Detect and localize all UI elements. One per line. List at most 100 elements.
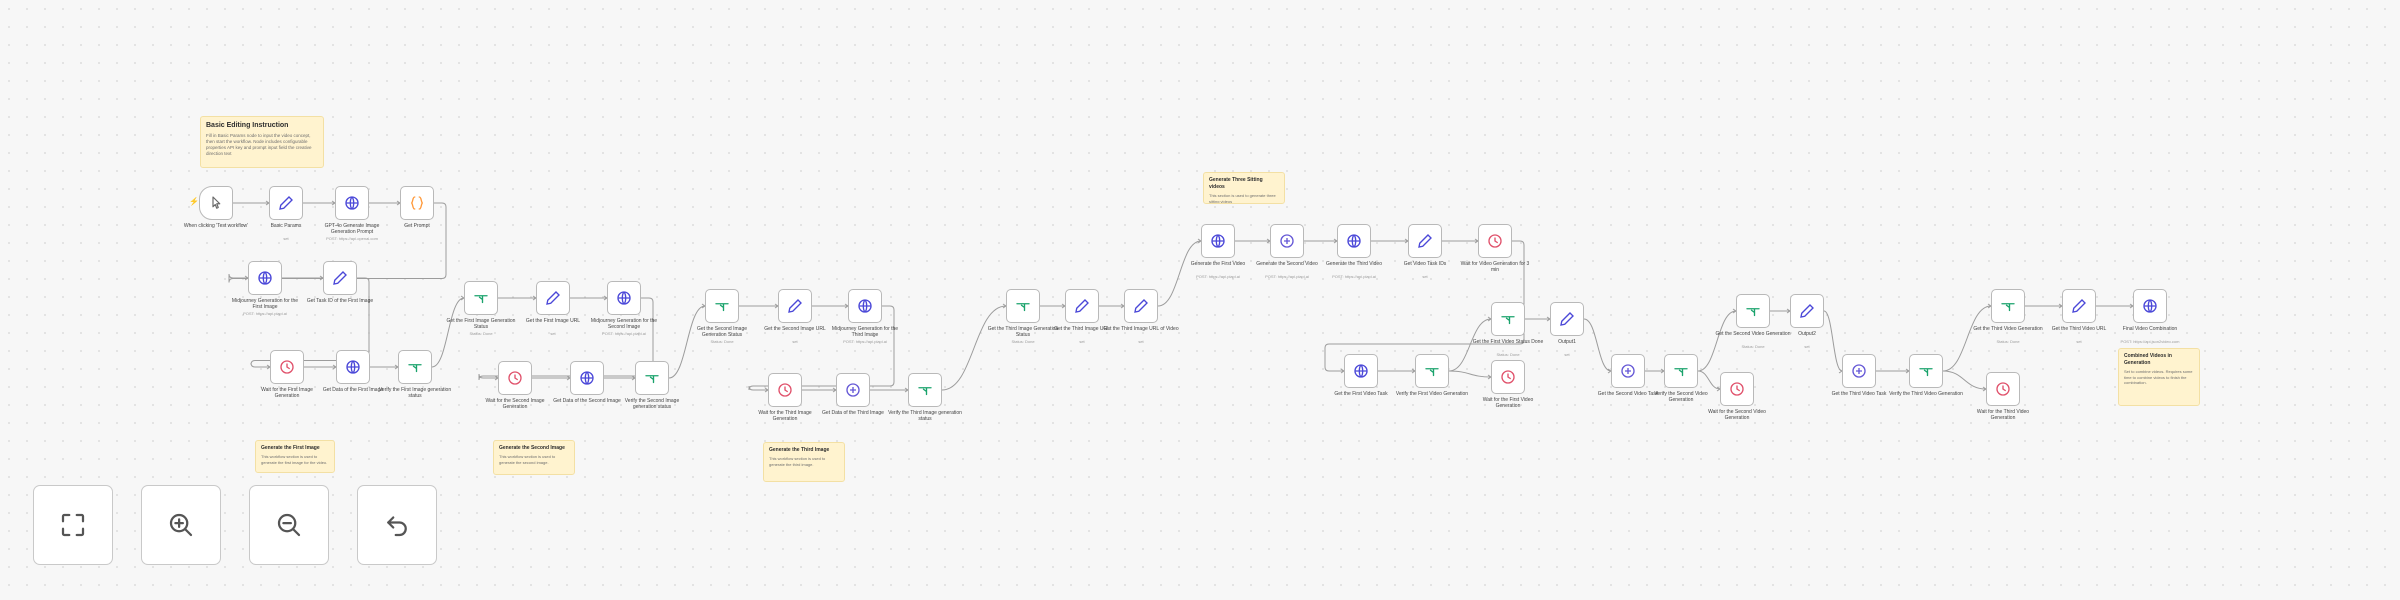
workflow-node[interactable] [836, 373, 870, 407]
node-label: GPT-4o Generate Image Generation Prompt [324, 223, 380, 235]
branch-icon [713, 297, 731, 315]
branch-icon [406, 358, 424, 376]
globe-icon [1209, 232, 1227, 250]
sticky-note-body: Set to combine videos. Requires some tim… [2124, 369, 2193, 385]
sticky-note[interactable]: Generate the First Image This workflow s… [255, 440, 335, 473]
clock-icon [278, 358, 296, 376]
sticky-note-body: This workflow section is used to generat… [499, 454, 556, 465]
node-label: Verify the Second Image generation statu… [624, 398, 680, 410]
cursor-icon [207, 194, 225, 212]
workflow-node[interactable] [635, 361, 669, 395]
sticky-note[interactable]: Generate the Third Image This workflow s… [763, 442, 845, 482]
workflow-node[interactable] [199, 186, 233, 220]
workflow-node[interactable] [1124, 289, 1158, 323]
workflow-node[interactable] [1337, 224, 1371, 258]
workflow-node[interactable] [536, 281, 570, 315]
workflow-node[interactable] [1344, 354, 1378, 388]
sticky-note[interactable]: Generate the Second Image This workflow … [493, 440, 575, 475]
globe-icon [344, 358, 362, 376]
workflow-node[interactable] [1720, 372, 1754, 406]
sticky-note-body: This workflow section is used to generat… [769, 456, 826, 467]
pencil-icon [277, 194, 295, 212]
workflow-node[interactable] [270, 350, 304, 384]
node-subtitle: set [1564, 352, 1570, 357]
branch-icon [1672, 362, 1690, 380]
node-label: Get the Second Image URL [764, 326, 826, 332]
workflow-node[interactable] [248, 261, 282, 295]
workflow-node[interactable] [1991, 289, 2025, 323]
sticky-note[interactable]: Generate Three Sitting videos This secti… [1203, 172, 1285, 204]
node-label: Get the Second Video Generation [1715, 331, 1791, 337]
workflow-node[interactable] [908, 373, 942, 407]
workflow-node[interactable] [1909, 354, 1943, 388]
node-subtitle: set [1804, 344, 1810, 349]
node-subtitle: set [1138, 339, 1144, 344]
workflow-node[interactable] [848, 289, 882, 323]
reset-zoom-button[interactable] [357, 485, 437, 565]
workflow-node[interactable] [778, 289, 812, 323]
workflow-node[interactable] [400, 186, 434, 220]
node-label: Generate the First Video [1190, 261, 1246, 267]
workflow-node[interactable] [336, 350, 370, 384]
workflow-node[interactable] [1986, 372, 2020, 406]
zoom-in-button[interactable] [141, 485, 221, 565]
pencil-icon [2070, 297, 2088, 315]
branch-icon [1014, 297, 1032, 315]
workflow-node[interactable] [2133, 289, 2167, 323]
node-subtitle: POST: https://api.piapi.ai [1265, 274, 1309, 279]
workflow-node[interactable] [1065, 289, 1099, 323]
node-label: Wait for the Third Video Generation [1976, 409, 2030, 421]
workflow-node[interactable] [1491, 302, 1525, 336]
workflow-node[interactable] [1664, 354, 1698, 388]
node-subtitle: POST: https://api.json2video.com [2120, 339, 2180, 344]
sticky-note-title: Generate the First Image [261, 445, 320, 451]
workflow-node[interactable] [1270, 224, 1304, 258]
node-label: Verify the Third Image generation status [888, 410, 962, 422]
node-subtitle: POST: https://api.piapi.ai [843, 339, 887, 344]
workflow-node[interactable] [269, 186, 303, 220]
node-subtitle: set [2076, 339, 2082, 344]
workflow-node[interactable] [1478, 224, 1512, 258]
workflow-node[interactable] [768, 373, 802, 407]
node-label: Get the Third Image Generation Status [987, 326, 1059, 338]
workflow-node[interactable] [1550, 302, 1584, 336]
workflow-node[interactable] [398, 350, 432, 384]
node-subtitle: set [792, 339, 798, 344]
workflow-node[interactable] [335, 186, 369, 220]
pencil-icon [1798, 302, 1816, 320]
sticky-note-body: Fill in Basic Params node to input the v… [206, 133, 312, 156]
node-label: Wait for the Second Image Generation [485, 398, 545, 410]
workflow-node[interactable] [498, 361, 532, 395]
node-label: Get Task ID of the First Image [306, 298, 374, 304]
node-label: Get the Second Video Task [1597, 391, 1659, 397]
workflow-node[interactable] [1415, 354, 1449, 388]
node-label: Midjourney Generation for the Third Imag… [831, 326, 899, 338]
workflow-node[interactable] [1611, 354, 1645, 388]
node-subtitle: Status: Done [710, 339, 734, 344]
node-subtitle: POST: https://api.openai.com [326, 236, 378, 241]
node-label: Get the Third Video Task [1831, 391, 1887, 397]
workflow-node[interactable] [1201, 224, 1235, 258]
workflow-node[interactable] [1006, 289, 1040, 323]
workflow-node[interactable] [323, 261, 357, 295]
workflow-node[interactable] [1736, 294, 1770, 328]
branch-icon [1744, 302, 1762, 320]
workflow-node[interactable] [570, 361, 604, 395]
workflow-node[interactable] [1408, 224, 1442, 258]
node-label: Wait for Video Generation for 3 min [1460, 261, 1530, 273]
sticky-note[interactable]: Basic Editing Instruction Fill in Basic … [200, 116, 324, 168]
globe-icon [1352, 362, 1370, 380]
zoom-out-button[interactable] [249, 485, 329, 565]
workflow-node[interactable] [1842, 354, 1876, 388]
workflow-node[interactable] [2062, 289, 2096, 323]
cross-circle-icon [1278, 232, 1296, 250]
workflow-node[interactable] [1790, 294, 1824, 328]
node-label: Get the First Video Status Done [1472, 339, 1544, 345]
workflow-node[interactable] [607, 281, 641, 315]
sticky-note[interactable]: Combined Videos in Generation Set to com… [2118, 348, 2200, 406]
zoom-to-fit-button[interactable] [33, 485, 113, 565]
workflow-node[interactable] [464, 281, 498, 315]
workflow-node[interactable] [705, 289, 739, 323]
workflow-node[interactable] [1491, 360, 1525, 394]
